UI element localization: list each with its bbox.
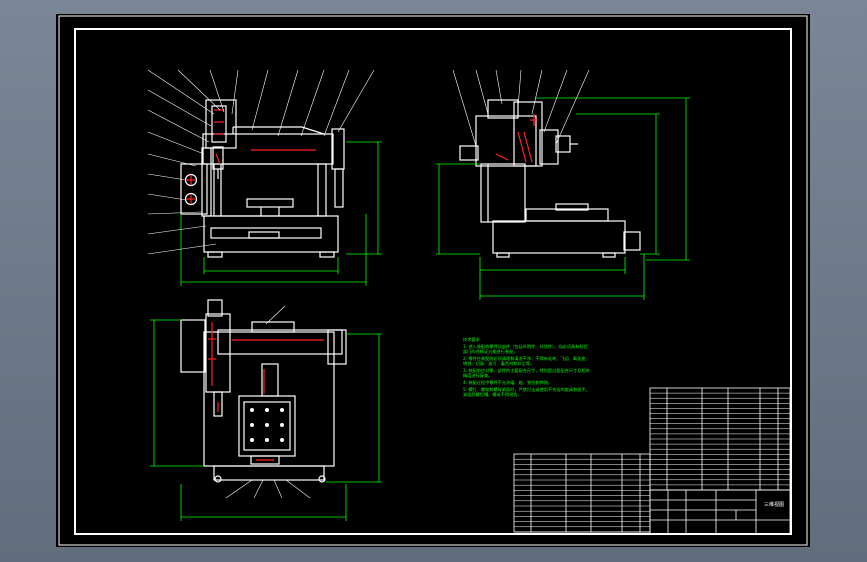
side-view-dimensions bbox=[436, 97, 690, 300]
front-foot-right bbox=[319, 251, 335, 258]
tech-req-line: 紧固后螺钉槽、螺母不得损伤。 bbox=[463, 392, 522, 397]
outer-frame bbox=[58, 15, 808, 546]
title-block bbox=[513, 387, 791, 535]
front-view-hatch bbox=[186, 109, 316, 204]
front-base-block bbox=[248, 231, 280, 239]
tech-req-line: 3. 装配前应对零、部件的主要配合尺寸，特别是过盈配合尺寸及相关 bbox=[463, 368, 590, 373]
top-base-lower bbox=[213, 465, 325, 481]
tech-req-line: 精度进行复查。 bbox=[463, 373, 493, 378]
parts-list-rows bbox=[514, 392, 790, 533]
title-block-main bbox=[649, 489, 791, 535]
drawing-canvas bbox=[58, 15, 808, 546]
front-crossbeam bbox=[202, 133, 334, 165]
title-block-name: 三维视图 bbox=[763, 502, 784, 508]
top-motor bbox=[180, 319, 206, 373]
tech-req-line: 2. 零件在装配前必须清理和清洗干净，不得有毛刺、飞边、氧化皮、 bbox=[463, 356, 590, 361]
side-view-hatch bbox=[495, 114, 538, 163]
top-beam-cap bbox=[251, 321, 295, 333]
top-view-hole-pattern bbox=[250, 408, 284, 442]
tech-req-line: 5. 螺钉、螺栓和螺母紧固时，严禁打击或使用不合适的旋具和扳手。 bbox=[463, 387, 590, 392]
front-view-leaders bbox=[147, 69, 375, 255]
front-foot-left bbox=[207, 251, 223, 258]
technical-requirements: 技术要求 1. 进入装配的零件及部件（包括外购件、外协件），均必须具有检验 部门… bbox=[463, 337, 608, 397]
side-work-table bbox=[525, 208, 609, 222]
front-work-table bbox=[246, 198, 294, 208]
drawing-sheet: 技术要求 1. 进入装配的零件及部件（包括外购件、外协件），均必须具有检验 部门… bbox=[56, 14, 810, 547]
tech-req-heading: 技术要求 bbox=[463, 337, 480, 342]
side-base-end bbox=[623, 231, 641, 251]
top-view-hatch bbox=[208, 322, 324, 461]
side-head bbox=[475, 115, 537, 167]
tech-req-line: 部门的合格证方能进行装配。 bbox=[463, 349, 518, 354]
parts-list-lower bbox=[513, 453, 651, 533]
front-base-slot bbox=[210, 227, 322, 239]
inner-frame bbox=[74, 28, 792, 535]
top-view bbox=[180, 299, 347, 483]
side-view bbox=[459, 99, 641, 258]
front-motor bbox=[180, 163, 208, 215]
top-dispense-head bbox=[213, 391, 223, 417]
tech-req-line: 锈蚀、切屑、油污、着色剂和灰尘等。 bbox=[463, 361, 535, 366]
top-view-leaders bbox=[225, 305, 311, 499]
top-base-outline bbox=[203, 331, 335, 467]
front-frame bbox=[213, 163, 327, 217]
side-view-leaders bbox=[452, 69, 590, 147]
tech-req-line: 4. 装配过程中零件不允许磕、碰、划伤和锈蚀。 bbox=[463, 380, 553, 385]
tech-req-line: 1. 进入装配的零件及部件（包括外购件、外协件），均必须具有检验 bbox=[463, 344, 588, 349]
top-view-dimensions bbox=[150, 319, 382, 521]
front-view bbox=[180, 99, 345, 258]
top-crossbeam bbox=[217, 329, 343, 355]
front-base bbox=[203, 215, 339, 253]
side-column bbox=[480, 163, 526, 223]
front-right-bracket bbox=[331, 128, 345, 170]
side-base bbox=[492, 220, 626, 254]
front-view-dimensions bbox=[180, 141, 382, 286]
top-right-bracket bbox=[327, 329, 347, 365]
front-z-axis bbox=[205, 99, 237, 149]
side-left-knob bbox=[459, 145, 479, 161]
